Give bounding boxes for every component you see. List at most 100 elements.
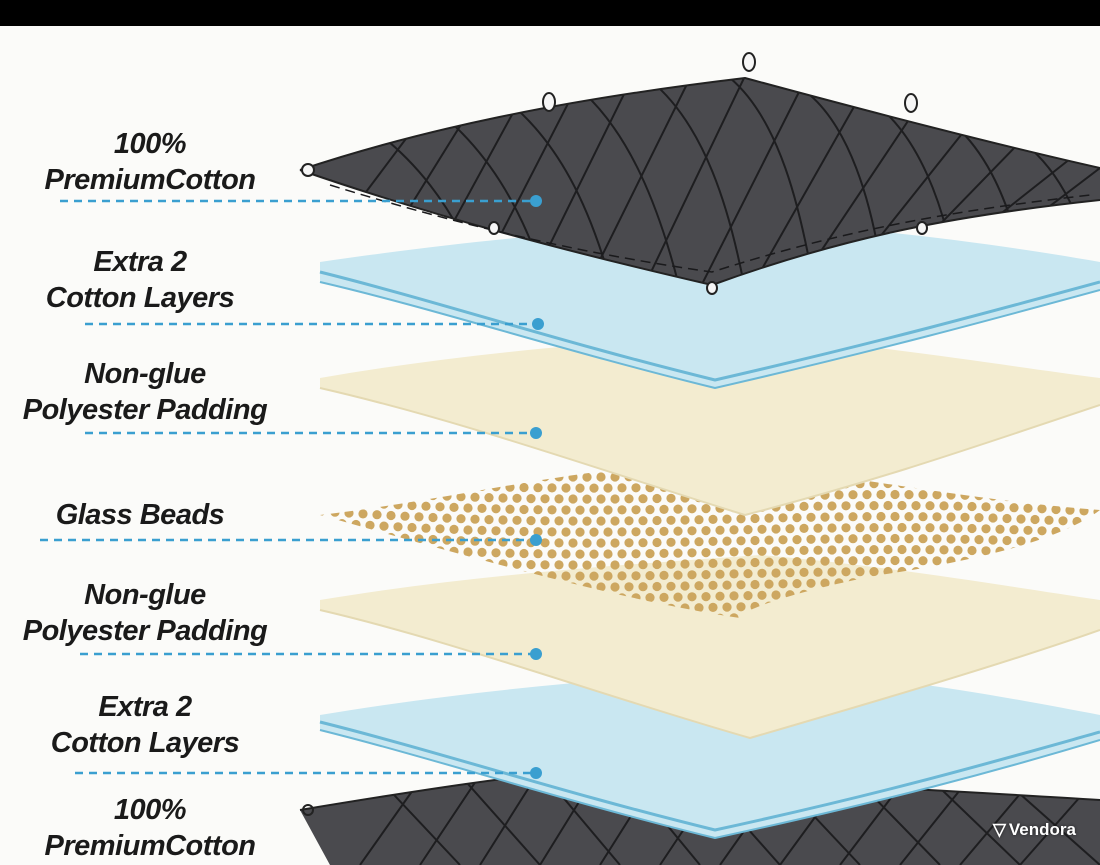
glass-bead <box>330 529 340 539</box>
glass-bead <box>414 468 424 478</box>
glass-bead <box>624 582 634 592</box>
glass-bead <box>771 590 781 600</box>
label-line-1: Glass Beads <box>55 499 225 531</box>
glass-bead <box>358 575 368 585</box>
glass-bead <box>1072 516 1082 527</box>
glass-bead <box>302 616 311 625</box>
glass-bead <box>981 568 991 578</box>
glass-bead <box>435 546 445 556</box>
glass-bead <box>1044 493 1054 503</box>
glass-bead <box>687 548 697 558</box>
glass-bead <box>624 538 634 548</box>
glass-bead <box>463 481 473 491</box>
glass-bead <box>589 527 599 537</box>
glass-bead <box>596 582 606 592</box>
glass-bead <box>1037 570 1047 580</box>
glass-bead <box>799 523 809 534</box>
glass-bead <box>414 490 424 500</box>
glass-bead <box>540 516 550 526</box>
glass-bead <box>1065 527 1075 537</box>
glass-bead <box>645 505 655 515</box>
glass-bead <box>687 592 697 602</box>
glass-bead <box>470 514 480 524</box>
glass-bead <box>449 568 459 579</box>
glass-bead <box>351 475 361 486</box>
glass-bead <box>575 505 585 515</box>
glass-bead <box>330 617 340 618</box>
glass-bead <box>855 567 865 577</box>
glass-bead <box>680 581 690 591</box>
glass-bead <box>624 560 634 570</box>
glass-bead <box>890 511 900 522</box>
glass-bead <box>645 571 655 581</box>
glass-bead <box>960 556 970 566</box>
glass-bead <box>918 490 928 500</box>
glass-bead <box>400 577 410 587</box>
glass-bead <box>645 593 655 603</box>
glass-bead <box>337 475 347 485</box>
glass-bead <box>456 492 466 502</box>
label-line-1: Extra 2 <box>93 246 187 278</box>
glass-bead <box>505 504 515 514</box>
glass-bead <box>953 462 963 467</box>
label-cotton-layers-bottom: Extra 2 Cotton Layers <box>0 689 295 761</box>
glass-bead <box>967 462 977 468</box>
glass-bead <box>960 468 970 478</box>
glass-bead <box>491 482 501 492</box>
glass-bead <box>547 462 557 471</box>
glass-bead <box>778 535 788 545</box>
glass-bead <box>372 488 382 498</box>
glass-bead <box>610 560 620 570</box>
glass-bead <box>547 505 557 515</box>
glass-bead <box>638 560 648 570</box>
glass-bead <box>925 479 935 489</box>
glass-bead <box>988 557 998 567</box>
lower-polyester-padding <box>319 555 1100 740</box>
glass-bead <box>330 573 340 583</box>
glass-bead <box>519 462 529 471</box>
glass-bead <box>547 527 557 537</box>
glass-bead <box>309 495 318 504</box>
glass-bead <box>946 556 956 566</box>
glass-bead <box>729 591 739 601</box>
glass-bead <box>295 516 304 525</box>
glass-bead <box>1023 569 1033 579</box>
glass-bead <box>1002 491 1012 502</box>
glass-bead <box>834 556 844 566</box>
glass-bead <box>344 618 353 627</box>
glass-bead <box>554 538 564 548</box>
glass-bead <box>1093 529 1100 539</box>
glass-bead <box>435 480 445 490</box>
glass-bead <box>358 509 368 519</box>
glass-bead <box>883 522 893 533</box>
glass-bead <box>932 468 942 478</box>
glass-bead <box>589 483 599 493</box>
glass-bead <box>320 550 326 560</box>
glass-bead <box>568 560 578 570</box>
glass-bead <box>617 571 627 581</box>
glass-bead <box>379 565 389 575</box>
glass-bead <box>449 462 459 468</box>
glass-bead <box>1037 526 1047 536</box>
glass-bead <box>449 546 459 557</box>
glass-bead <box>925 501 935 511</box>
glass-bead <box>701 548 711 558</box>
glass-bead <box>1037 482 1047 492</box>
glass-bead <box>323 496 333 506</box>
glass-bead <box>890 555 900 566</box>
label-line-2: Polyester Padding <box>22 615 268 647</box>
glass-bead <box>540 538 550 548</box>
glass-bead <box>491 548 501 558</box>
glass-bead <box>498 471 508 481</box>
glass-bead <box>883 544 893 555</box>
glass-bead <box>743 591 753 601</box>
glass-bead <box>386 488 396 499</box>
glass-bead <box>554 472 564 482</box>
glass-bead <box>645 549 655 559</box>
glass-bead <box>820 578 830 588</box>
glass-bead <box>736 580 746 590</box>
glass-bead <box>638 538 648 548</box>
glass-bead <box>533 527 543 537</box>
glass-bead <box>400 511 410 521</box>
glass-bead <box>519 504 529 515</box>
